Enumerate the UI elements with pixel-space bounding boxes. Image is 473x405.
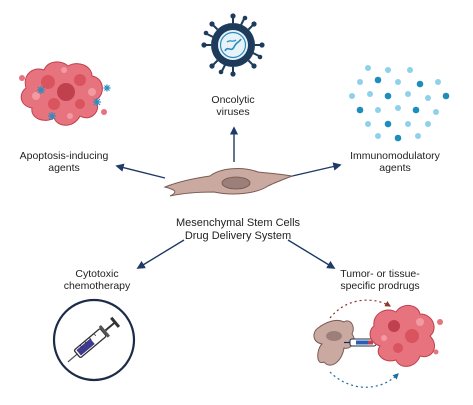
prodrugs-line1: Tumor- or tissue- [340,268,420,280]
tumor-cell-cluster-icon [19,61,111,126]
oncolytic-line1: Oncolytic [211,94,255,106]
node-label-apoptosis: Apoptosis-inducing agents [4,150,124,174]
arrow-to-immuno [287,162,342,178]
cytotoxic-line1: Cytotoxic [75,268,119,280]
apoptosis-line2: agents [48,162,80,174]
center-line1: Mesenchymal Stem Cells [175,217,301,229]
immuno-line1: Immunomodulatory [350,150,440,162]
arrows [115,126,342,269]
syringe-icon [52,298,136,382]
molecule-dots-icon [349,65,450,142]
node-label-prodrugs: Tumor- or tissue- specific prodrugs [318,268,442,292]
virus-icon [201,13,265,77]
oncolytic-line2: viruses [216,106,250,118]
node-label-oncolytic: Oncolytic viruses [180,94,286,118]
prodrugs-line2: specific prodrugs [340,280,420,292]
prodrug-targeting-icon [313,299,443,388]
cytotoxic-line2: chemotherapy [63,280,131,292]
node-label-cytotoxic: Cytotoxic chemotherapy [44,268,150,292]
arrow-to-apoptosis [115,163,166,179]
node-label-immuno: Immunomodulatory agents [335,150,455,174]
apoptosis-line1: Apoptosis-inducing [19,150,109,162]
center-line2: Drug Delivery System [184,230,292,242]
immuno-line2: agents [379,162,411,174]
msc-cell-icon [163,168,294,197]
arrow-to-prodrugs [287,239,336,269]
msc-drug-delivery-title: Mesenchymal Stem Cells Drug Delivery Sys… [148,217,328,243]
arrow-to-cytotoxic [136,239,185,269]
